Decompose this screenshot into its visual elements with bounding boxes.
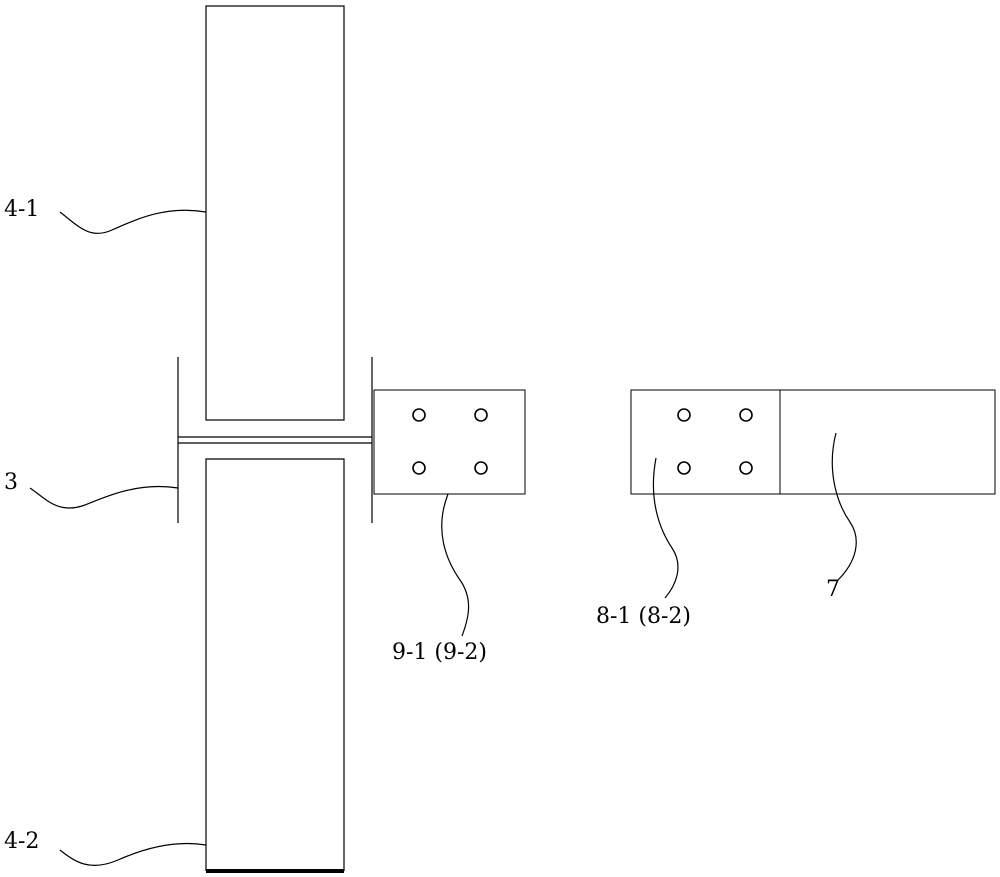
upper-column bbox=[205, 5, 345, 421]
leader-stub-plate bbox=[441, 493, 470, 637]
bolt-hole bbox=[474, 408, 488, 422]
leader-beam bbox=[831, 432, 857, 581]
bolt-hole bbox=[474, 461, 488, 475]
leader-beam-plate bbox=[652, 457, 679, 599]
leader-beam-stub bbox=[29, 485, 179, 509]
bolt-hole bbox=[677, 408, 691, 422]
beam-assembly bbox=[630, 389, 996, 495]
label-upper-column: 4-1 bbox=[4, 197, 39, 222]
stub-splice-plate bbox=[373, 389, 526, 495]
label-lower-column: 4-2 bbox=[4, 829, 39, 854]
label-stub-plate: 9-1 (9-2) bbox=[392, 640, 487, 665]
leader-lower-column bbox=[59, 842, 207, 867]
bolt-hole bbox=[739, 408, 753, 422]
label-beam-plate: 8-1 (8-2) bbox=[596, 604, 691, 629]
bolt-hole bbox=[412, 408, 426, 422]
bolt-hole bbox=[677, 461, 691, 475]
lower-column bbox=[205, 458, 345, 871]
label-beam-stub: 3 bbox=[4, 470, 18, 495]
bolt-hole bbox=[412, 461, 426, 475]
bolt-hole bbox=[739, 461, 753, 475]
beam-stub bbox=[177, 357, 373, 523]
leader-upper-column bbox=[59, 209, 207, 234]
label-beam: 7 bbox=[826, 577, 840, 602]
